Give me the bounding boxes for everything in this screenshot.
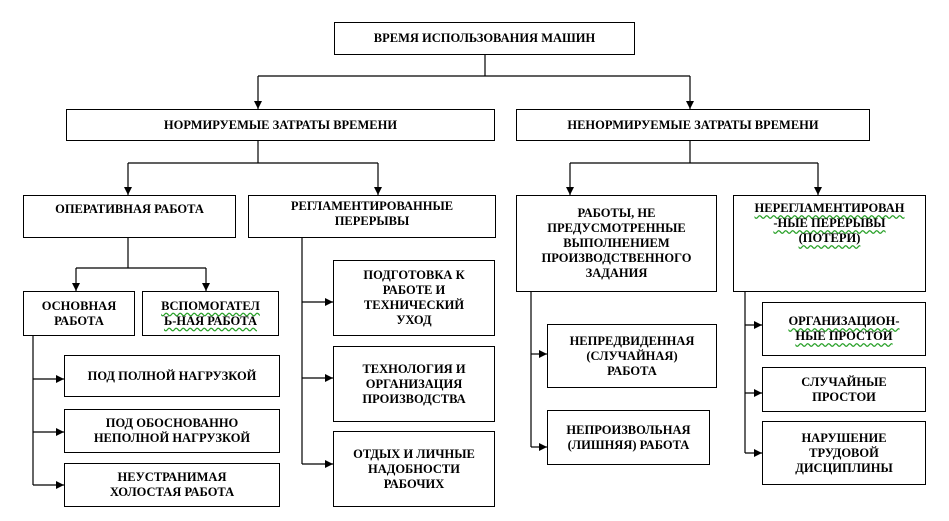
unplanned-works-box: РАБОТЫ, НЕ ПРЕДУСМОТРЕННЫЕ ВЫПОЛНЕНИЕМ П…: [516, 195, 717, 292]
operative-work-box: ОПЕРАТИВНАЯ РАБОТА: [23, 195, 236, 238]
full-load-box: ПОД ПОЛНОЙ НАГРУЗКОЙ: [64, 355, 280, 397]
aux-work-box: ВСПОМОГАТЕЛ Ь-НАЯ РАБОТА: [142, 291, 279, 336]
unnormed-costs-box: НЕНОРМИРУЕМЫЕ ЗАТРАТЫ ВРЕМЕНИ: [516, 109, 870, 141]
root-box: ВРЕМЯ ИСПОЛЬЗОВАНИЯ МАШИН: [334, 22, 635, 55]
random-downtime-box: СЛУЧАЙНЫЕ ПРОСТОИ: [762, 367, 926, 412]
org-downtime-label: ОРГАНИЗАЦИОН- НЫЕ ПРОСТОИ: [788, 314, 900, 343]
unregulated-breaks-label: НЕРЕГЛАМЕНТИРОВАН -НЫЕ ПЕРЕРЫВЫ (ПОТЕРИ): [754, 201, 905, 245]
discipline-violation-box: НАРУШЕНИЕ ТРУДОВОЙ ДИСЦИПЛИНЫ: [762, 421, 926, 485]
normed-costs-box: НОРМИРУЕМЫЕ ЗАТРАТЫ ВРЕМЕНИ: [66, 109, 495, 141]
unforeseen-work-box: НЕПРЕДВИДЕННАЯ (СЛУЧАЙНАЯ) РАБОТА: [547, 324, 717, 388]
involuntary-work-box: НЕПРОИЗВОЛЬНАЯ (ЛИШНЯЯ) РАБОТА: [547, 410, 710, 465]
aux-work-label: ВСПОМОГАТЕЛ Ь-НАЯ РАБОТА: [161, 298, 260, 328]
regulated-breaks-box: РЕГЛАМЕНТИРОВАННЫЕ ПЕРЕРЫВЫ: [248, 195, 496, 238]
technology-box: ТЕХНОЛОГИЯ И ОРГАНИЗАЦИЯ ПРОИЗВОДСТВА: [333, 346, 495, 422]
rest-box: ОТДЫХ И ЛИЧНЫЕ НАДОБНОСТИ РАБОЧИХ: [333, 431, 495, 507]
unregulated-breaks-box: НЕРЕГЛАМЕНТИРОВАН -НЫЕ ПЕРЕРЫВЫ (ПОТЕРИ): [733, 195, 926, 292]
idle-running-box: НЕУСТРАНИМАЯ ХОЛОСТАЯ РАБОТА: [64, 463, 280, 507]
org-downtime-box: ОРГАНИЗАЦИОН- НЫЕ ПРОСТОИ: [762, 302, 926, 356]
main-work-box: ОСНОВНАЯ РАБОТА: [23, 291, 135, 336]
preparation-box: ПОДГОТОВКА К РАБОТЕ И ТЕХНИЧЕСКИЙ УХОД: [333, 260, 495, 336]
partial-load-box: ПОД ОБОСНОВАННО НЕПОЛНОЙ НАГРУЗКОЙ: [64, 409, 280, 453]
